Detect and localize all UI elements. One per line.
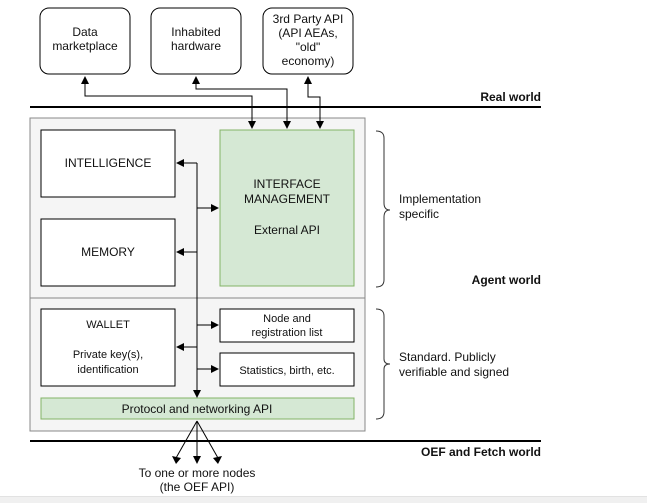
node-list-line-1: Node and <box>263 313 311 325</box>
statistics-label: Statistics, birth, etc. <box>239 365 334 377</box>
implementation-brace <box>375 130 391 288</box>
oef-world-label: OEF and Fetch world <box>421 445 541 459</box>
third-party-api-label-2: (API AEAs, <box>278 26 337 40</box>
arrowhead-intelligence <box>176 159 184 167</box>
arrowhead-interface-1 <box>248 121 256 129</box>
arrowhead-interface-3 <box>316 121 324 129</box>
third-party-api-label-1: 3rd Party API <box>273 12 344 26</box>
arrowhead-data-marketplace <box>81 76 89 84</box>
fanout-left <box>175 420 198 459</box>
arrowhead-fanout-left <box>172 456 181 464</box>
arrowhead-inhabited-hardware <box>192 76 200 84</box>
statistics-box <box>219 352 355 387</box>
third-party-api-label-4: economy) <box>282 54 335 68</box>
arrowhead-node-list <box>211 321 219 329</box>
external-connectors <box>84 83 321 128</box>
standard-brace <box>375 308 391 420</box>
data-marketplace-box: Data marketplace <box>39 7 131 75</box>
inhabited-hardware-box: Inhabited hardware <box>150 7 242 75</box>
wallet-box <box>40 308 176 387</box>
interface-title-line-1: INTERFACE <box>253 177 320 191</box>
standard-label-2: verifiable and signed <box>399 365 509 379</box>
memory-box <box>40 218 176 287</box>
bottom-caption-line-2: (the OEF API) <box>160 480 235 494</box>
arrowhead-statistics <box>211 365 219 373</box>
standard-label-1: Standard. Publicly <box>399 350 496 364</box>
interface-title-line-2: MANAGEMENT <box>244 192 331 206</box>
node-list-line-2: registration list <box>252 327 323 339</box>
wallet-line-1: Private key(s), <box>73 349 143 361</box>
arrowhead-interface <box>211 204 219 212</box>
implementation-label-1: Implementation <box>399 192 481 206</box>
third-party-api-box: 3rd Party API (API AEAs, "old" economy) <box>262 7 354 75</box>
bottom-caption-line-1: To one or more nodes <box>139 466 256 480</box>
arrowhead-protocol <box>193 390 201 398</box>
arrowhead-memory <box>176 248 184 256</box>
interface-subtitle: External API <box>254 223 320 237</box>
arrowhead-third-party-api <box>304 76 312 84</box>
interface-management-box <box>219 129 355 287</box>
inhabited-hardware-label-2: hardware <box>171 39 221 53</box>
third-party-api-connector <box>307 83 321 128</box>
arrowhead-interface-2 <box>283 121 291 129</box>
fanout-right <box>196 420 219 459</box>
data-marketplace-label-2: marketplace <box>52 39 118 53</box>
inhabited-hardware-label-1: Inhabited <box>171 25 220 39</box>
arrowhead-wallet <box>176 343 184 351</box>
arrowhead-fanout-center <box>193 456 201 464</box>
inhabited-hardware-connector <box>195 83 288 128</box>
intelligence-box <box>40 129 176 198</box>
protocol-networking-api-box <box>40 397 355 420</box>
wallet-line-2: identification <box>77 364 138 376</box>
implementation-label-2: specific <box>399 207 439 221</box>
agent-world-label: Agent world <box>472 273 541 287</box>
oef-fanout-connectors <box>175 420 219 459</box>
arrowhead-fanout-right <box>213 456 222 464</box>
third-party-api-label-3: "old" <box>296 40 321 54</box>
data-marketplace-connector <box>84 83 253 128</box>
page-bottom-strip <box>0 496 647 503</box>
data-marketplace-label-1: Data <box>72 25 98 39</box>
memory-label: MEMORY <box>81 245 135 259</box>
real-world-label: Real world <box>480 90 541 104</box>
node-registration-list-box <box>219 308 355 343</box>
protocol-label: Protocol and networking API <box>122 402 273 416</box>
intelligence-label: INTELLIGENCE <box>65 156 152 170</box>
wallet-title: WALLET <box>86 319 130 331</box>
